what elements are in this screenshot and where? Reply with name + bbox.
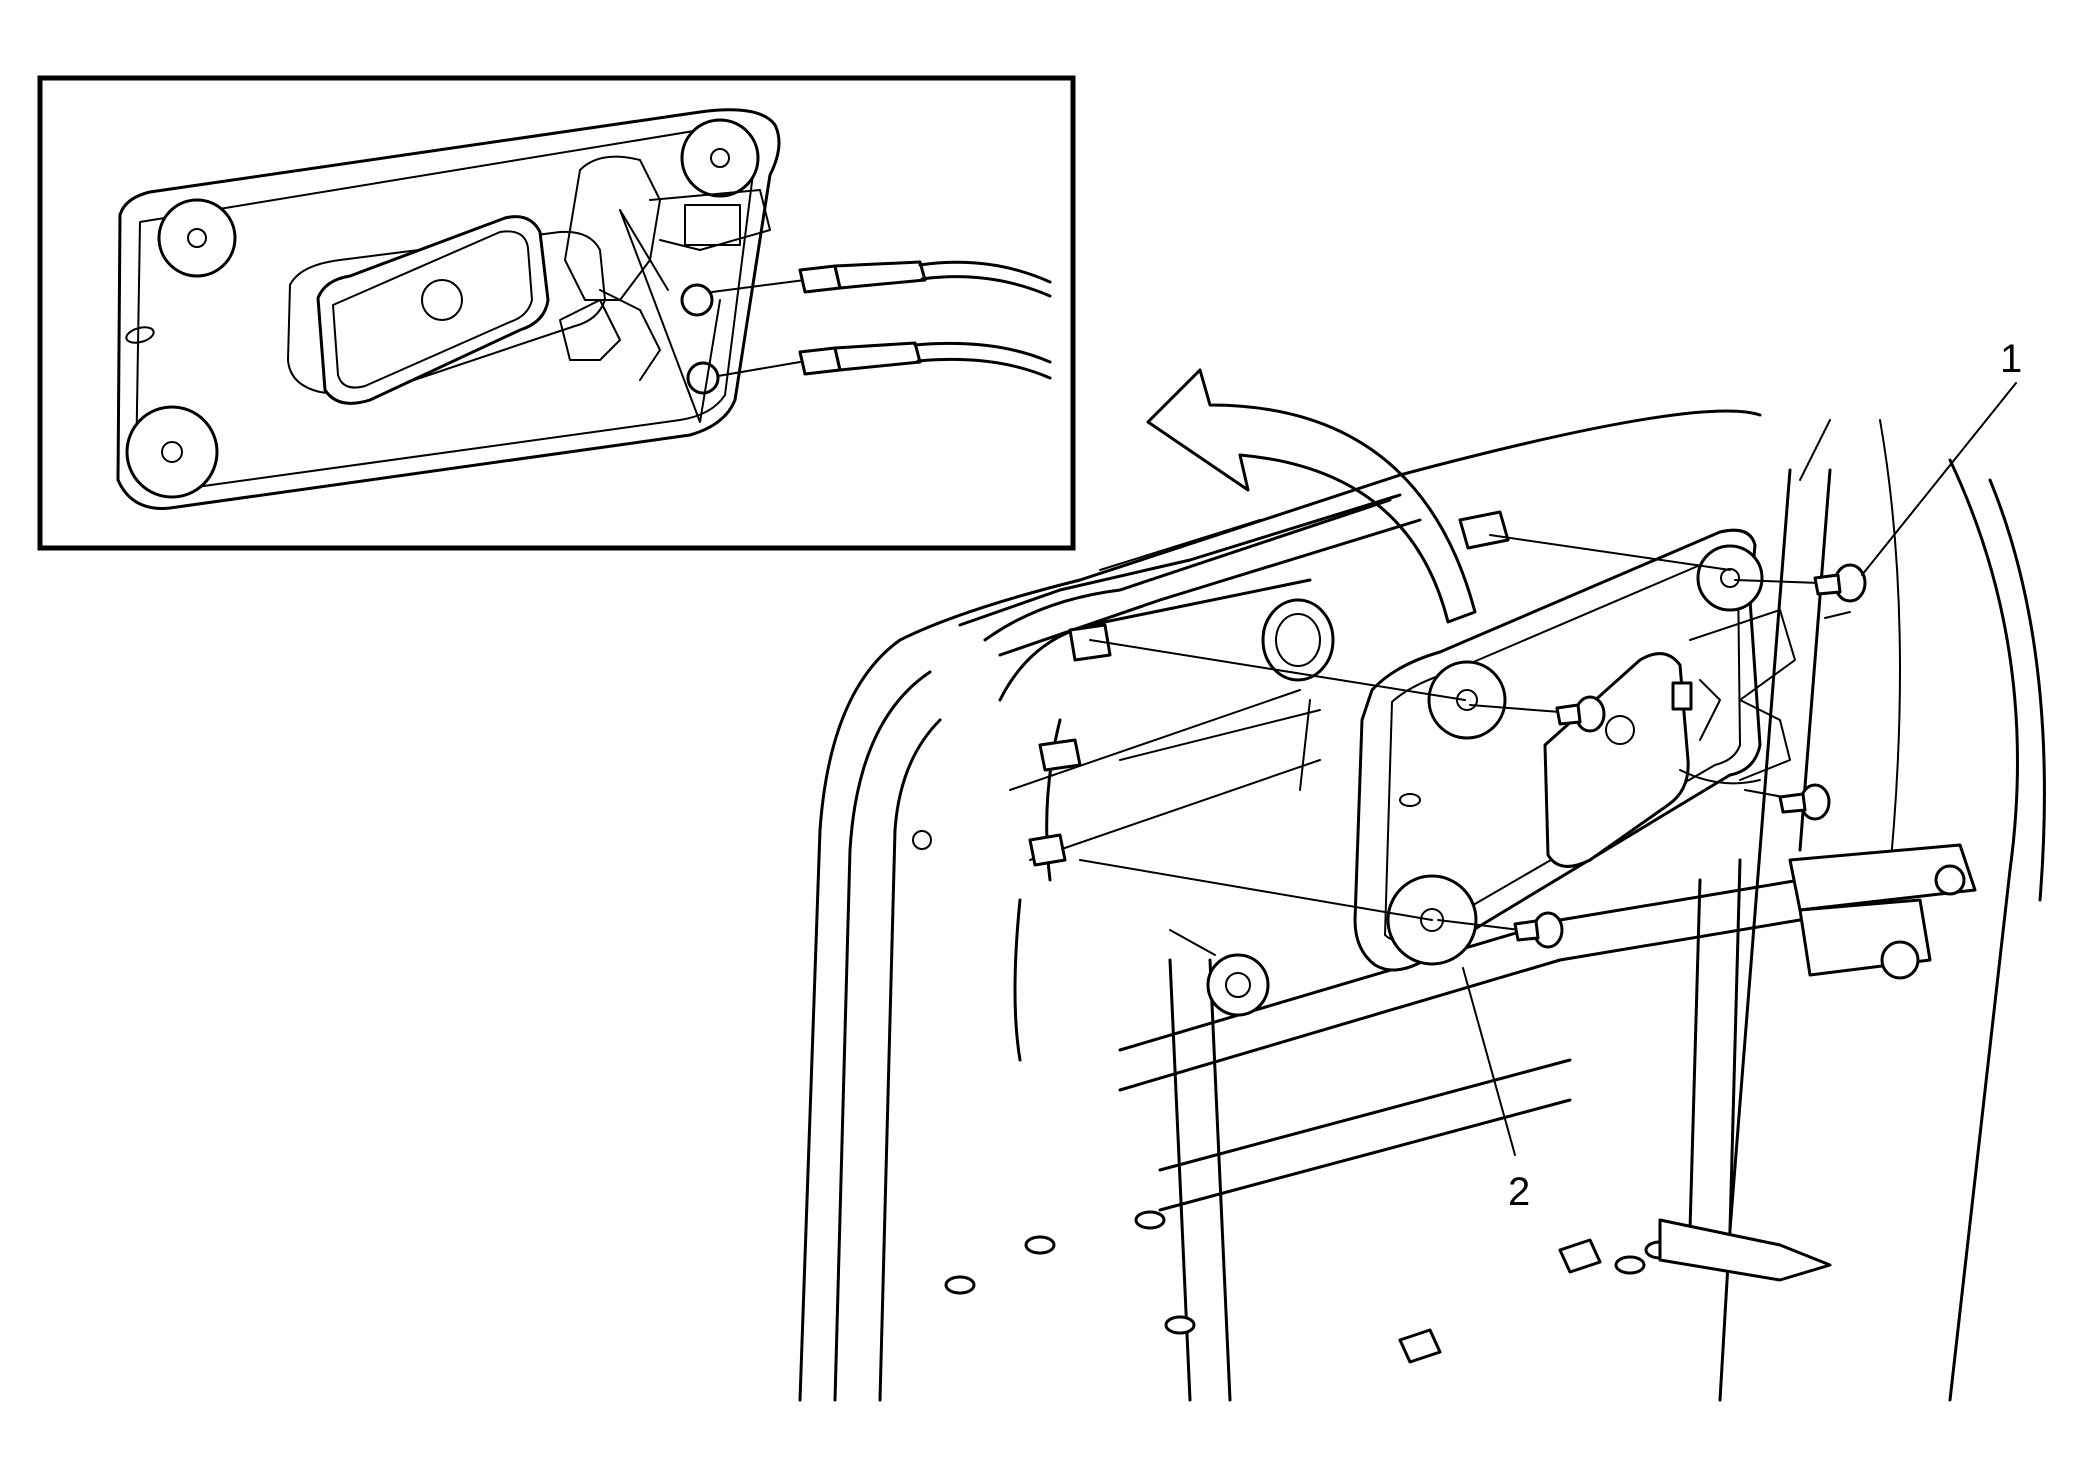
screw-1-lower: [1513, 911, 1564, 949]
inside-door-handle-assembly: [1353, 528, 1796, 972]
callout-2: 2: [1462, 967, 1530, 1214]
handle-screws: [1079, 534, 1867, 949]
handle-lever: [1543, 652, 1690, 868]
callout-2-label: 2: [1508, 1170, 1530, 1214]
inset-pointer-lines: [619, 209, 721, 423]
door-inner-panel: [798, 409, 2046, 1402]
callout-1-leader: [1861, 382, 2017, 576]
inset-mount-boss-lower-left: [125, 405, 219, 499]
inset-release-cables: [711, 260, 1052, 380]
screw-1-right: [1778, 783, 1831, 821]
handle-boss-right: [1696, 544, 1764, 612]
removal-direction-arrow: [1146, 368, 1477, 624]
callout-1: 1: [1861, 337, 2022, 576]
screw-1-middle: [1555, 695, 1606, 733]
inset-mount-boss-upper-left: [157, 198, 237, 278]
inset-mount-boss-upper-right: [680, 118, 760, 198]
callout-1-label: 1: [2000, 337, 2022, 381]
inset-detail-view: [37, 75, 1076, 551]
handle-boss-upper: [1427, 660, 1507, 740]
lock-actuator: [1788, 843, 1977, 980]
lower-retainer-tabs: [944, 1210, 1832, 1364]
callout-2-leader: [1462, 967, 1516, 1156]
screw-1-upper-right: [1813, 563, 1867, 603]
inset-handle-lever: [316, 215, 550, 405]
